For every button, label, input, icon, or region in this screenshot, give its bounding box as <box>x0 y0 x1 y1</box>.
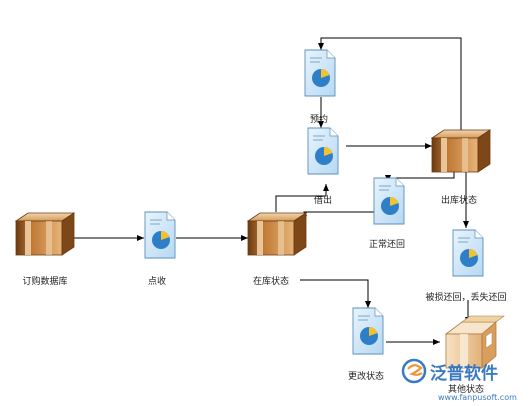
box-order-warehouse <box>14 212 76 256</box>
label-damaged-return: 被损还回，丢失还回 <box>425 291 506 303</box>
label-other-status: 其他状态 <box>448 383 484 395</box>
doc-acceptance <box>144 211 176 259</box>
label-checkout: 借出 <box>314 194 332 206</box>
label-checked-out: 出库状态 <box>441 194 477 206</box>
watermark-url: www.fanpusoft.com <box>438 393 517 402</box>
watermark-brand: 泛普软件 <box>430 363 498 384</box>
label-normal-return: 正常还回 <box>369 238 405 250</box>
edge-checkedout-to-reserve <box>318 37 462 132</box>
label-change-status: 更改状态 <box>348 370 384 382</box>
brand-logo-icon <box>401 358 427 384</box>
box-checked-out <box>430 129 492 173</box>
edge-instock-to-checkout <box>275 184 329 212</box>
label-order-warehouse: 订购数据库 <box>22 275 67 287</box>
doc-checkout <box>307 127 339 175</box>
edge-instock-to-change <box>300 279 371 308</box>
label-reserve: 预约 <box>310 113 328 125</box>
edge-normalreturn-to-instock <box>301 211 374 222</box>
doc-change-status <box>352 307 384 355</box>
box-in-stock <box>246 212 308 256</box>
doc-damaged-return <box>452 229 484 277</box>
label-acceptance: 点收 <box>148 275 166 287</box>
doc-normal-return <box>373 177 405 225</box>
box-other-status <box>444 315 505 369</box>
connectors <box>72 37 471 345</box>
label-in-stock: 在库状态 <box>253 275 289 287</box>
watermark: 泛普软件 www.fanpusoft.com <box>401 358 517 402</box>
doc-reserve <box>304 49 336 97</box>
